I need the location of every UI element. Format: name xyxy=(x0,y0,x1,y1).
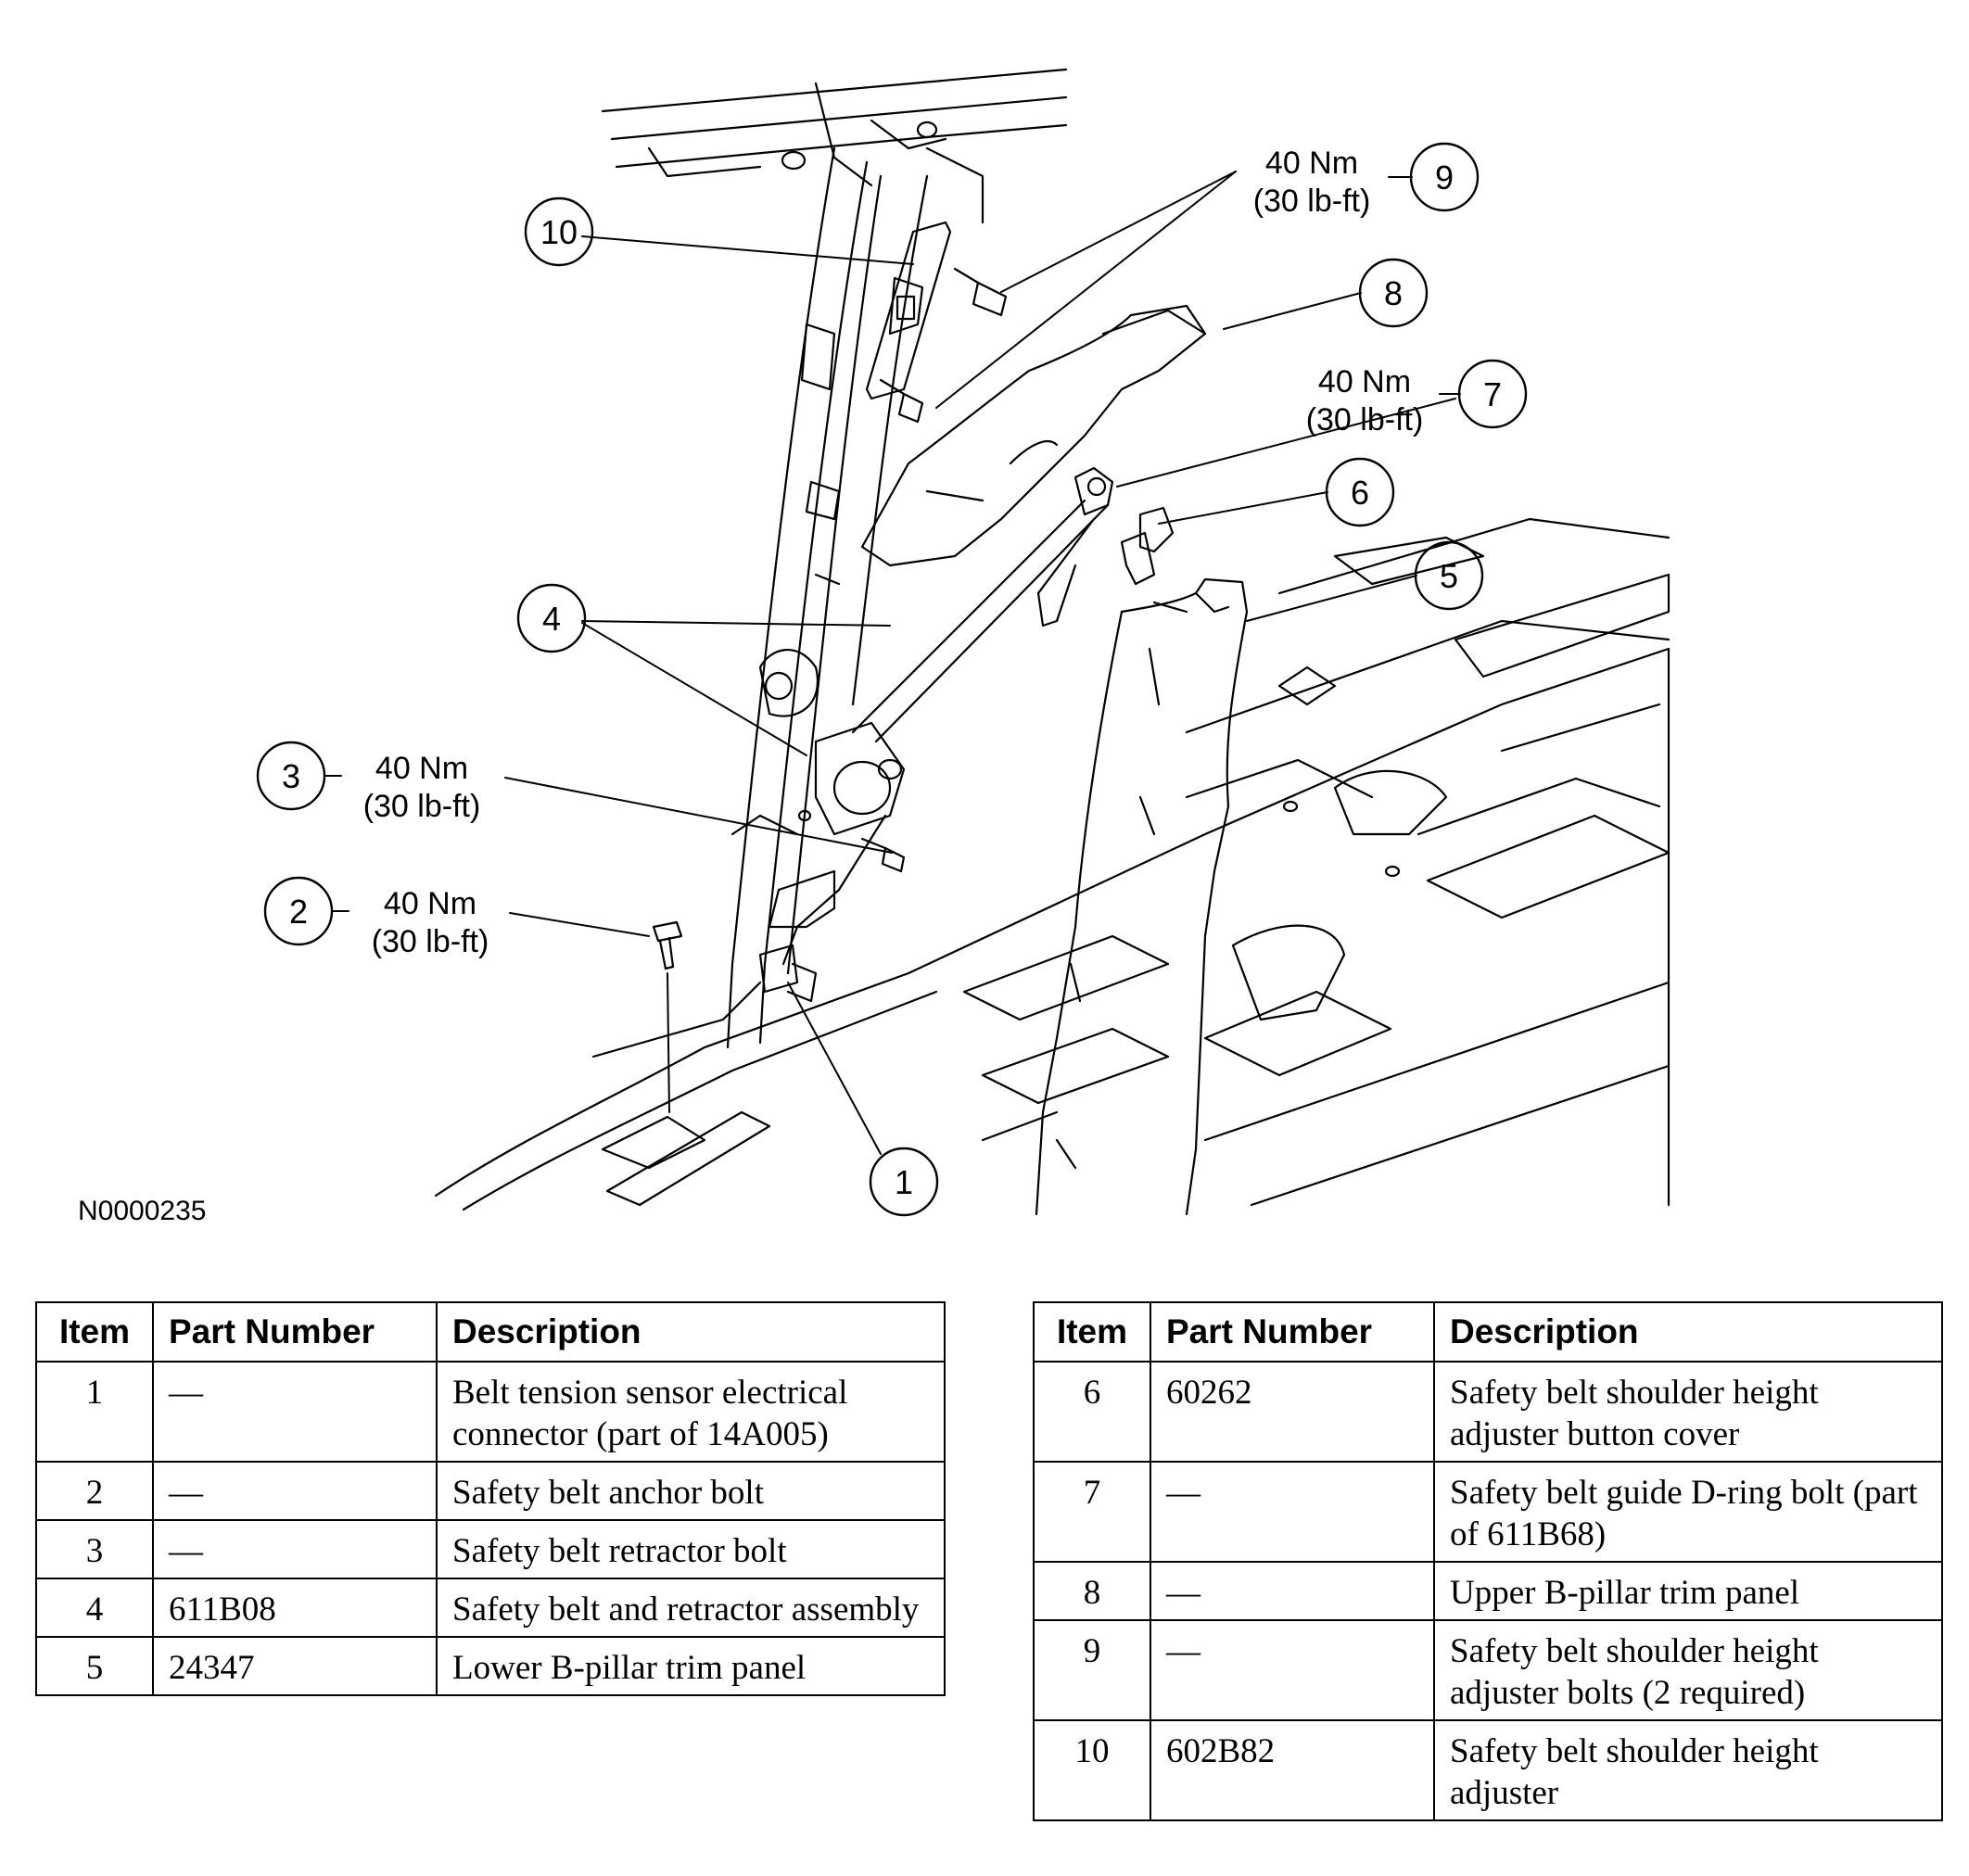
cell-description: Safety belt and retractor assembly xyxy=(436,1578,946,1638)
header-description: Description xyxy=(436,1301,946,1363)
cell-description: Safety belt guide D-ring bolt (part of 6… xyxy=(1433,1461,1943,1563)
callout-3-label: 3 xyxy=(282,757,300,795)
cell-description: Upper B-pillar trim panel xyxy=(1433,1561,1943,1621)
parts-table-right: Item Part Number Description 6 60262 Saf… xyxy=(1033,1301,1943,1821)
cell-description: Safety belt retractor bolt xyxy=(436,1519,946,1579)
cell-description: Belt tension sensor electrical connector… xyxy=(436,1361,946,1463)
callout-1-label: 1 xyxy=(895,1163,913,1201)
cell-item: 9 xyxy=(1033,1619,1151,1721)
parts-table-left: Item Part Number Description 1 — Belt te… xyxy=(35,1301,946,1696)
cell-description: Safety belt anchor bolt xyxy=(436,1461,946,1521)
cell-item: 2 xyxy=(35,1461,154,1521)
header-item: Item xyxy=(1033,1301,1151,1363)
cell-part-number: — xyxy=(152,1361,438,1463)
cell-description: Lower B-pillar trim panel xyxy=(436,1636,946,1696)
cell-part-number: 611B08 xyxy=(152,1578,438,1638)
callout-6-circle xyxy=(1325,457,1395,527)
callout-1-circle xyxy=(869,1147,939,1217)
callout-10-circle xyxy=(524,196,594,267)
table-header-row: Item Part Number Description xyxy=(1033,1301,1943,1363)
cell-item: 3 xyxy=(35,1519,154,1579)
loose-bolts-drawing xyxy=(652,837,906,970)
torque-9-lbft: (30 lb-ft) xyxy=(1253,184,1371,219)
table-row: 10 602B82 Safety belt shoulder height ad… xyxy=(1033,1719,1943,1821)
table-row: 5 24347 Lower B-pillar trim panel xyxy=(35,1636,946,1696)
table-row: 1 — Belt tension sensor electrical conne… xyxy=(35,1361,946,1463)
table-row: 4 611B08 Safety belt and retractor assem… xyxy=(35,1578,946,1638)
callout-circles xyxy=(256,142,1528,1217)
cell-part-number: 602B82 xyxy=(1150,1719,1435,1821)
torque-3-lbft: (30 lb-ft) xyxy=(363,789,481,824)
table-row: 3 — Safety belt retractor bolt xyxy=(35,1519,946,1579)
torque-2-nm: 40 Nm xyxy=(384,886,476,921)
callout-10-label: 10 xyxy=(540,213,578,251)
callout-9-label: 9 xyxy=(1435,158,1454,196)
cell-item: 6 xyxy=(1033,1361,1151,1463)
table-row: 9 — Safety belt shoulder height adjuster… xyxy=(1033,1619,1943,1721)
torque-3-nm: 40 Nm xyxy=(375,751,468,786)
height-adjuster-drawing xyxy=(865,221,1008,424)
table-row: 7 — Safety belt guide D-ring bolt (part … xyxy=(1033,1461,1943,1563)
torque-7-lbft: (30 lb-ft) xyxy=(1306,402,1424,437)
cell-part-number: — xyxy=(1150,1561,1435,1621)
torque-7-nm: 40 Nm xyxy=(1318,364,1411,399)
header-description: Description xyxy=(1433,1301,1943,1363)
table-row: 2 — Safety belt anchor bolt xyxy=(35,1461,946,1521)
table-header-row: Item Part Number Description xyxy=(35,1301,946,1363)
cell-item: 1 xyxy=(35,1361,154,1463)
callout-2-circle xyxy=(263,876,334,946)
figure-id: N0000235 xyxy=(78,1196,207,1226)
cell-item: 4 xyxy=(35,1578,154,1638)
button-cover-drawing xyxy=(1120,506,1175,586)
cell-description: Safety belt shoulder height adjuster but… xyxy=(1433,1361,1943,1463)
cell-description: Safety belt shoulder height adjuster bol… xyxy=(1433,1619,1943,1721)
cell-part-number: 24347 xyxy=(152,1636,438,1696)
table-row: 6 60262 Safety belt shoulder height adju… xyxy=(1033,1361,1943,1463)
torque-9-nm: 40 Nm xyxy=(1265,146,1358,181)
belt-retractor-drawing xyxy=(758,466,1114,1003)
callout-6-label: 6 xyxy=(1351,474,1369,512)
header-part-number: Part Number xyxy=(152,1301,438,1363)
callout-5-circle xyxy=(1414,540,1484,611)
leader-lines xyxy=(324,171,1461,1155)
roof-rail-drawing xyxy=(601,68,1068,224)
cell-part-number: — xyxy=(1150,1619,1435,1721)
callout-5-label: 5 xyxy=(1440,557,1458,595)
callout-8-circle xyxy=(1358,258,1429,328)
cell-part-number: — xyxy=(1150,1461,1435,1563)
table-row: 8 — Upper B-pillar trim panel xyxy=(1033,1561,1943,1621)
cell-item: 5 xyxy=(35,1636,154,1696)
cell-part-number: — xyxy=(152,1461,438,1521)
cell-part-number: 60262 xyxy=(1150,1361,1435,1463)
lower-trim-panel-drawing xyxy=(1035,577,1249,1216)
floor-pan-drawing xyxy=(434,517,1670,1211)
callout-3-circle xyxy=(256,741,326,811)
callout-4-label: 4 xyxy=(542,600,561,638)
cell-item: 8 xyxy=(1033,1561,1151,1621)
cell-description: Safety belt shoulder height adjuster xyxy=(1433,1719,1943,1821)
callout-7-circle xyxy=(1457,359,1528,429)
header-part-number: Part Number xyxy=(1150,1301,1435,1363)
callout-7-label: 7 xyxy=(1483,375,1502,413)
callout-9-circle xyxy=(1409,142,1480,212)
callout-4-circle xyxy=(516,583,587,653)
callout-8-label: 8 xyxy=(1384,274,1403,312)
upper-trim-panel-drawing xyxy=(860,304,1207,567)
torque-2-lbft: (30 lb-ft) xyxy=(372,924,489,959)
exploded-view-diagram: 10 9 8 7 6 5 4 3 2 1 40 Nm (30 lb-ft) 40… xyxy=(256,68,1670,1217)
header-item: Item xyxy=(35,1301,154,1363)
cell-item: 7 xyxy=(1033,1461,1151,1563)
callout-2-label: 2 xyxy=(289,893,308,931)
cell-item: 10 xyxy=(1033,1719,1151,1821)
cell-part-number: — xyxy=(152,1519,438,1579)
b-pillar-drawing xyxy=(726,146,929,1049)
